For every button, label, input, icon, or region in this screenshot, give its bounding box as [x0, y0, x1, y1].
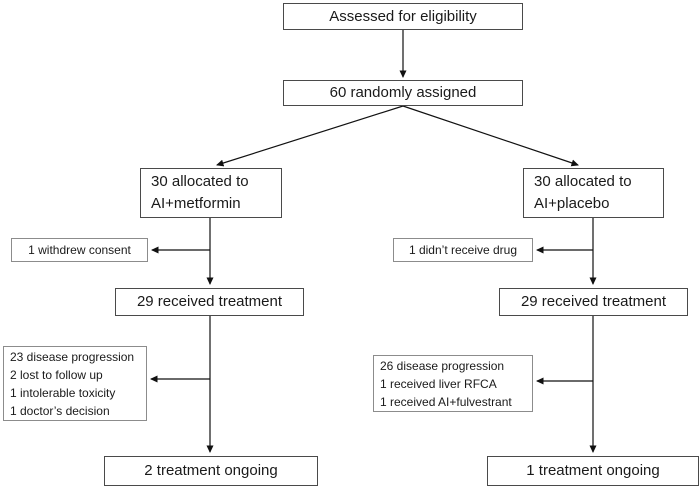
- treatment-ongoing-left-label: 2 treatment ongoing: [144, 462, 278, 479]
- discontinued-left-line: 1 intolerable toxicity: [10, 385, 116, 400]
- allocated-metformin-line2: AI+metformin: [151, 195, 241, 212]
- received-treatment-right-label: 29 received treatment: [520, 293, 667, 310]
- box-discontinued-left: 23 disease progression 2 lost to follow …: [3, 346, 147, 421]
- received-treatment-left-label: 29 received treatment: [136, 293, 283, 310]
- discontinued-right-line: 1 received liver RFCA: [380, 376, 497, 391]
- discontinued-left-line: 1 doctor’s decision: [10, 403, 110, 418]
- allocated-placebo-line2: AI+placebo: [534, 195, 610, 212]
- box-didnt-receive-drug: 1 didn’t receive drug: [393, 238, 533, 262]
- arrow-split-left: [216, 105, 404, 167]
- discontinued-right-line: 1 received AI+fulvestrant: [380, 394, 512, 409]
- arrow-split-right: [402, 105, 579, 167]
- box-discontinued-right: 26 disease progression 1 received liver …: [373, 355, 533, 412]
- box-received-treatment-left: 29 received treatment: [115, 288, 304, 316]
- box-assessed-for-eligibility: Assessed for eligibility: [283, 3, 523, 30]
- discontinued-right-line: 26 disease progression: [380, 358, 505, 373]
- box-randomly-assigned: 60 randomly assigned: [283, 80, 523, 106]
- discontinued-left-line: 2 lost to follow up: [10, 367, 103, 382]
- box-allocated-placebo: 30 allocated to AI+placebo: [523, 168, 664, 218]
- allocated-placebo-line1: 30 allocated to: [534, 173, 632, 190]
- randomized-label: 60 randomly assigned: [329, 84, 477, 101]
- box-treatment-ongoing-right: 1 treatment ongoing: [487, 456, 699, 486]
- treatment-ongoing-right-label: 1 treatment ongoing: [526, 462, 660, 479]
- assessed-label: Assessed for eligibility: [329, 7, 477, 25]
- box-allocated-metformin: 30 allocated to AI+metformin: [140, 168, 282, 218]
- box-received-treatment-right: 29 received treatment: [499, 288, 688, 316]
- discontinued-left-line: 23 disease progression: [10, 349, 135, 364]
- box-withdrew-consent: 1 withdrew consent: [11, 238, 148, 262]
- didnt-receive-drug-label: 1 didn’t receive drug: [408, 243, 518, 257]
- box-treatment-ongoing-left: 2 treatment ongoing: [104, 456, 318, 486]
- withdrew-consent-label: 1 withdrew consent: [28, 243, 131, 257]
- allocated-metformin-line1: 30 allocated to: [151, 173, 249, 190]
